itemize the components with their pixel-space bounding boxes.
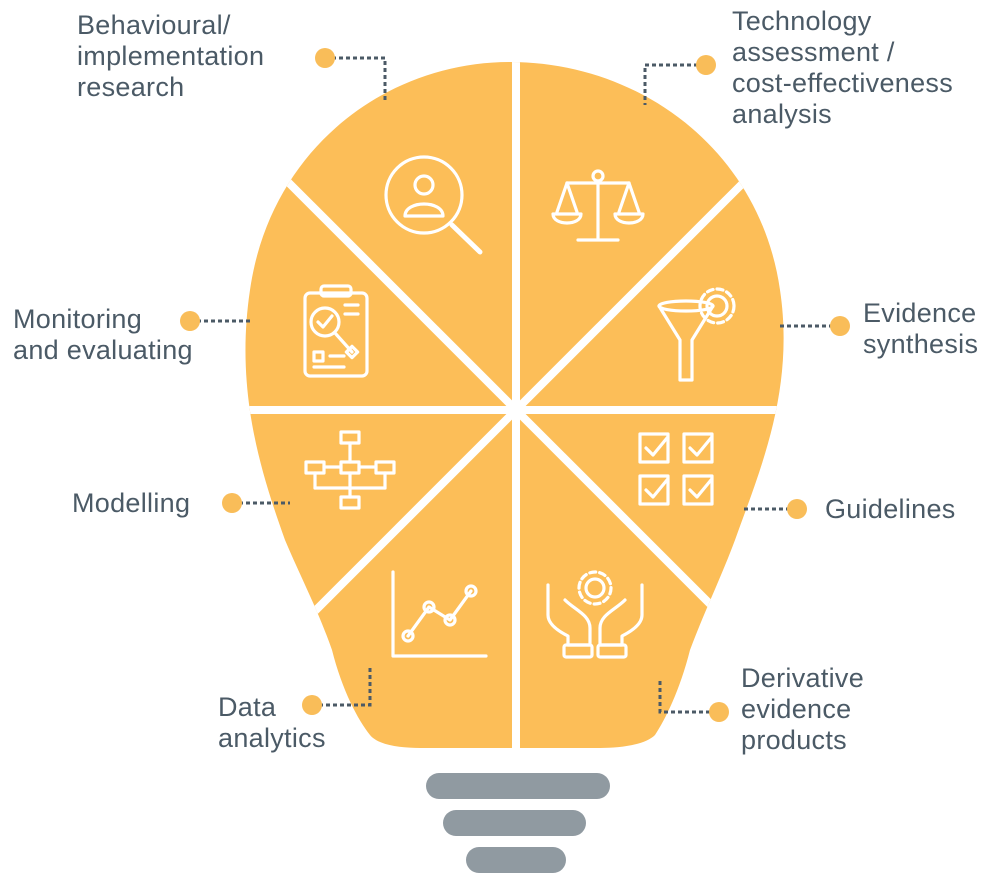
base-bar-top [426, 773, 610, 799]
label-line: research [77, 72, 185, 102]
dot-technology [696, 55, 716, 75]
label-behavioural: Behavioural/ implementation research [77, 10, 264, 103]
clipboard-check-icon [303, 284, 369, 378]
label-line: cost-effectiveness [732, 68, 954, 98]
connector-technology [643, 63, 705, 105]
label-line: implementation [77, 41, 265, 71]
hands-gear-icon [546, 570, 644, 659]
dot-analytics [302, 695, 322, 715]
flowchart-icon [304, 430, 396, 510]
label-line: evidence [741, 694, 852, 724]
connector-behavioural [332, 56, 387, 100]
divider-diagonal-b [245, 117, 784, 703]
dot-modelling [222, 493, 242, 513]
label-line: analysis [732, 99, 832, 129]
label-line: analytics [218, 723, 326, 753]
funnel-gear-icon [657, 287, 736, 382]
dot-monitoring [180, 311, 200, 331]
label-line: products [741, 725, 847, 755]
base-bar-middle [443, 810, 586, 836]
label-line: Derivative [741, 663, 865, 693]
dot-behavioural [315, 48, 335, 68]
dot-synthesis [830, 316, 850, 336]
base-bar-bottom [466, 847, 566, 873]
scales-icon [551, 169, 645, 242]
checkbox-grid-icon [638, 432, 714, 506]
label-line: Evidence [863, 298, 977, 328]
label-line: Data [218, 692, 277, 722]
dot-guidelines [787, 499, 807, 519]
line-chart-icon [391, 570, 488, 658]
label-line: synthesis [863, 329, 979, 359]
label-guidelines: Guidelines [825, 494, 956, 525]
label-analytics: Data analytics [218, 692, 326, 754]
label-line: Technology [732, 6, 872, 36]
label-derivative: Derivative evidence products [741, 663, 864, 756]
label-line: Monitoring [13, 304, 143, 334]
bulb-base [426, 773, 610, 873]
connector-analytics [312, 668, 372, 707]
label-line: Behavioural/ [77, 10, 231, 40]
label-synthesis: Evidence synthesis [863, 298, 978, 360]
label-line: Modelling [72, 488, 191, 518]
magnifier-person-icon [384, 155, 483, 255]
label-modelling: Modelling [72, 488, 190, 519]
label-line: and evaluating [13, 335, 193, 365]
label-line: assessment / [732, 37, 895, 67]
dot-derivative [709, 702, 729, 722]
connector-dots [180, 48, 850, 722]
label-line: Guidelines [825, 494, 956, 524]
connector-derivative [658, 678, 717, 714]
label-monitoring: Monitoring and evaluating [13, 304, 193, 366]
label-technology: Technology assessment / cost-effectivene… [732, 6, 953, 130]
